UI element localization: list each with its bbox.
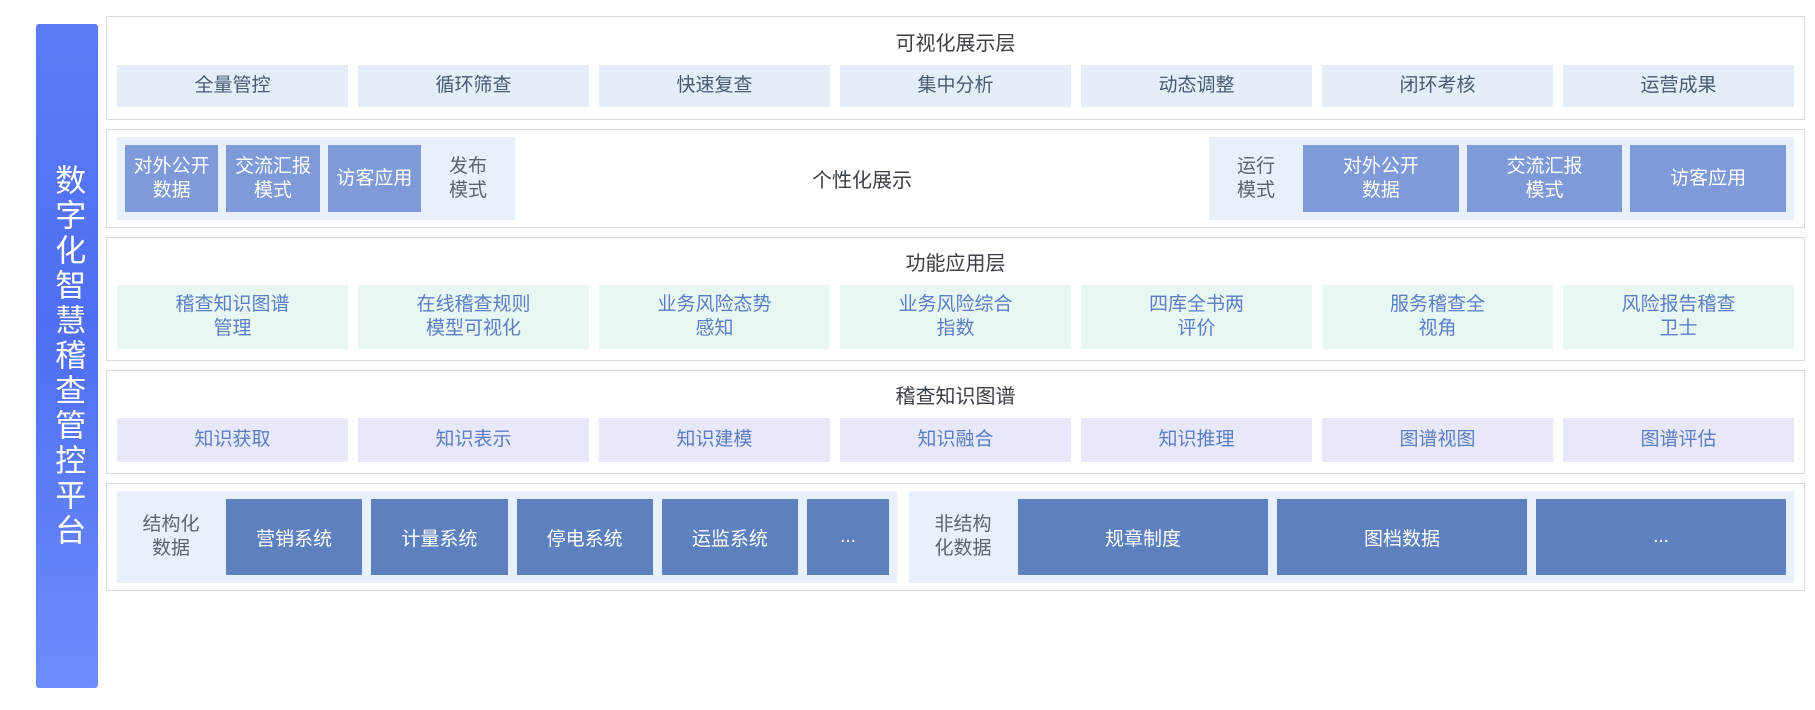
layer-functional-application-title: 功能应用层: [905, 253, 1006, 275]
layer-functional-application: 功能应用层 稽查知识图谱 管理 在线稽查规则 模型可视化 业务风险态势 感知 业…: [106, 237, 1805, 361]
knowledge-graph-card-0[interactable]: 知识获取: [117, 418, 348, 462]
structured-tile-more[interactable]: ...: [807, 499, 889, 575]
data-source-row: 结构化 数据 营销系统 计量系统 停电系统 运监系统 ... 非结构 化数据 规…: [117, 491, 1794, 583]
visual-card-3[interactable]: 集中分析: [840, 65, 1071, 107]
visual-card-2[interactable]: 快速复查: [599, 65, 830, 107]
knowledge-graph-card-6[interactable]: 图谱评估: [1563, 418, 1794, 462]
personalized-left-chip-1[interactable]: 交流汇报 模式: [226, 145, 320, 212]
personalized-left-group: 对外公开 数据 交流汇报 模式 访客应用 发布 模式: [117, 137, 515, 220]
layer-knowledge-graph: 稽查知识图谱 知识获取 知识表示 知识建模 知识融合 知识推理 图谱视图 图谱评…: [106, 370, 1805, 474]
visual-card-6[interactable]: 运营成果: [1563, 65, 1794, 107]
unstructured-data-label: 非结构 化数据: [934, 514, 992, 559]
functional-card-2[interactable]: 业务风险态势 感知: [599, 285, 830, 349]
personalized-right-chip-1[interactable]: 对外公开 数据: [1303, 145, 1459, 212]
unstructured-data-group: 非结构 化数据 规章制度 图档数据 ...: [909, 491, 1794, 583]
knowledge-graph-card-2[interactable]: 知识建模: [599, 418, 830, 462]
personalized-right-group: 运行 模式 对外公开 数据 交流汇报 模式 访客应用: [1209, 137, 1794, 220]
visual-card-1[interactable]: 循环筛查: [358, 65, 589, 107]
layer-visual-display-title: 可视化展示层: [895, 33, 1016, 55]
knowledge-graph-card-row: 知识获取 知识表示 知识建模 知识融合 知识推理 图谱视图 图谱评估: [117, 418, 1794, 462]
personalized-right-chip-2[interactable]: 交流汇报 模式: [1466, 145, 1623, 212]
layer-knowledge-graph-title: 稽查知识图谱: [895, 386, 1016, 408]
personalized-left-chip-2[interactable]: 访客应用: [327, 145, 421, 212]
knowledge-graph-card-5[interactable]: 图谱视图: [1322, 418, 1553, 462]
layer-visual-display: 可视化展示层 全量管控 循环筛查 快速复查 集中分析 动态调整 闭环考核 运营成…: [106, 16, 1805, 120]
structured-tile-0[interactable]: 营销系统: [226, 499, 363, 575]
personalized-right-chip-3[interactable]: 访客应用: [1630, 145, 1787, 212]
functional-card-4[interactable]: 四库全书两 评价: [1081, 285, 1312, 349]
visual-display-card-row: 全量管控 循环筛查 快速复查 集中分析 动态调整 闭环考核 运营成果: [117, 65, 1794, 107]
visual-card-5[interactable]: 闭环考核: [1322, 65, 1553, 107]
knowledge-graph-card-3[interactable]: 知识融合: [840, 418, 1071, 462]
functional-card-5[interactable]: 服务稽查全 视角: [1322, 285, 1553, 349]
unstructured-tile-1[interactable]: 图档数据: [1277, 499, 1527, 575]
structured-tile-3[interactable]: 运监系统: [661, 499, 798, 575]
structured-tile-2[interactable]: 停电系统: [516, 499, 653, 575]
functional-card-1[interactable]: 在线稽查规则 模型可视化: [358, 285, 589, 349]
platform-title-banner: 数字化智慧稽查管控平台: [36, 24, 98, 688]
visual-card-4[interactable]: 动态调整: [1081, 65, 1312, 107]
knowledge-graph-card-1[interactable]: 知识表示: [358, 418, 589, 462]
functional-card-6[interactable]: 风险报告稽查 卫士: [1563, 285, 1794, 349]
structured-tile-1[interactable]: 计量系统: [371, 499, 508, 575]
personalized-left-chip-3[interactable]: 发布 模式: [448, 155, 487, 201]
layer-stack: 可视化展示层 全量管控 循环筛查 快速复查 集中分析 动态调整 闭环考核 运营成…: [106, 8, 1805, 702]
personalized-right-chip-0[interactable]: 运行 模式: [1236, 155, 1275, 201]
visual-card-0[interactable]: 全量管控: [117, 65, 348, 107]
unstructured-tile-more[interactable]: ...: [1536, 499, 1786, 575]
personalized-center-label: 个性化展示: [525, 137, 1199, 220]
functional-card-row: 稽查知识图谱 管理 在线稽查规则 模型可视化 业务风险态势 感知 业务风险综合 …: [117, 285, 1794, 349]
functional-card-0[interactable]: 稽查知识图谱 管理: [117, 285, 348, 349]
personalized-row: 对外公开 数据 交流汇报 模式 访客应用 发布 模式 个性化展示 运行 模式 对…: [117, 137, 1794, 220]
layer-data-source: 结构化 数据 营销系统 计量系统 停电系统 运监系统 ... 非结构 化数据 规…: [106, 483, 1805, 591]
personalized-left-chip-0[interactable]: 对外公开 数据: [125, 145, 219, 212]
structured-data-group: 结构化 数据 营销系统 计量系统 停电系统 运监系统 ...: [117, 491, 897, 583]
functional-card-3[interactable]: 业务风险综合 指数: [840, 285, 1071, 349]
platform-title-text: 数字化智慧稽查管控平台: [50, 163, 86, 549]
knowledge-graph-card-4[interactable]: 知识推理: [1081, 418, 1312, 462]
layer-personalized-display: 对外公开 数据 交流汇报 模式 访客应用 发布 模式 个性化展示 运行 模式 对…: [106, 129, 1805, 228]
unstructured-tile-0[interactable]: 规章制度: [1018, 499, 1268, 575]
structured-data-label: 结构化 数据: [142, 514, 200, 559]
